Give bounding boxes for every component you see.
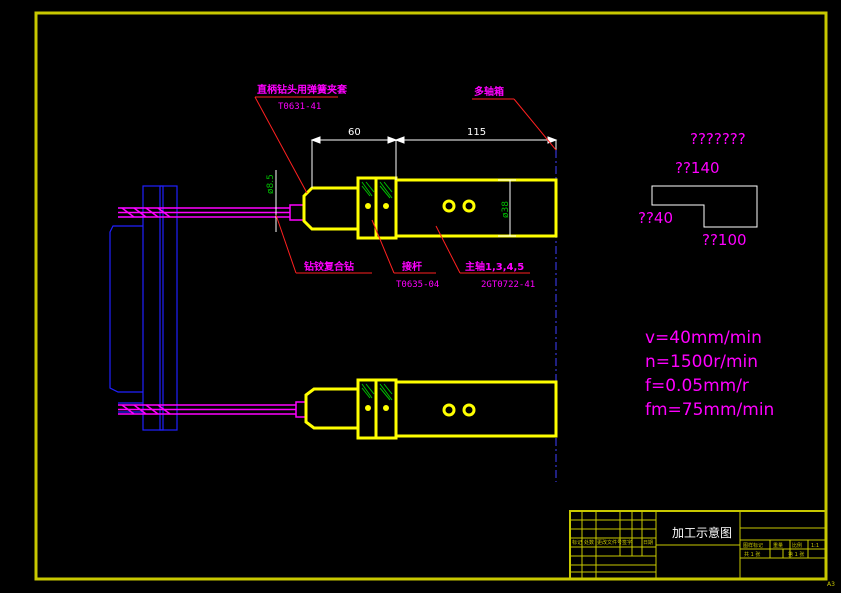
lower-hatch bbox=[361, 383, 393, 401]
title-block-cell: 日期 bbox=[643, 540, 653, 546]
title-block-cell: 1:1 bbox=[811, 543, 819, 549]
dim-dia-8-5: ø8.5 bbox=[266, 174, 276, 194]
title-block-cell: 比例 bbox=[792, 542, 802, 549]
title-block-cell: 标记 bbox=[572, 539, 582, 546]
title-block bbox=[569, 510, 827, 580]
upper-drill bbox=[118, 204, 305, 221]
dim-dia-38: ø38 bbox=[501, 201, 511, 218]
sketch-top-label: ??140 bbox=[675, 159, 720, 177]
upper-spindle-dot bbox=[383, 203, 389, 209]
title-block-cell: 处数 bbox=[584, 539, 594, 546]
title-block-cell: 签字 bbox=[622, 539, 632, 546]
callout-extension-code: T0635-04 bbox=[396, 280, 439, 290]
dimension-lines bbox=[275, 136, 558, 237]
sketch-title: ??????? bbox=[690, 130, 746, 148]
callout-collet-title: 直柄钻头用弹簧夹套 bbox=[257, 83, 348, 96]
upper-bolt-hole bbox=[462, 199, 476, 213]
lower-bolt-hole bbox=[442, 403, 456, 417]
leader-lines bbox=[254, 96, 557, 274]
param-feed-rate: fm=75mm/min bbox=[645, 400, 774, 420]
lower-bolt-hole bbox=[462, 403, 476, 417]
upper-spindle-dot bbox=[365, 203, 371, 209]
param-speed: v=40mm/min bbox=[645, 328, 762, 348]
upper-hatch bbox=[361, 181, 393, 199]
title-block-cell: 更改文件号 bbox=[597, 539, 622, 546]
title-block-cell: 共 1 张 bbox=[744, 551, 760, 558]
callout-spindle-title: 主轴1,3,4,5 bbox=[465, 260, 524, 273]
callout-collet-code: T0631-41 bbox=[278, 102, 321, 112]
feed-path-sketch bbox=[651, 185, 758, 228]
workpiece-fixture bbox=[109, 185, 178, 431]
param-rpm: n=1500r/min bbox=[645, 352, 758, 372]
sheet-size-mark: A3 bbox=[827, 581, 835, 588]
lower-spindle-assembly bbox=[304, 378, 558, 440]
dim-60: 60 bbox=[348, 127, 361, 138]
lower-spindle-dot bbox=[365, 405, 371, 411]
upper-spindle-assembly bbox=[302, 176, 558, 240]
title-block-cell: 图样标记 bbox=[743, 542, 763, 549]
lower-spindle-dot bbox=[383, 405, 389, 411]
callout-spindle-code: 2GT0722-41 bbox=[481, 280, 535, 290]
drawing-frame bbox=[34, 11, 828, 581]
callout-multi-spindle: 多轴箱 bbox=[474, 85, 504, 98]
sketch-bottom-label: ??100 bbox=[702, 231, 747, 249]
title-block-drawing-title: 加工示意图 bbox=[672, 525, 732, 540]
sketch-left-label: ??40 bbox=[638, 209, 673, 227]
callout-drill: 钻铰复合钻 bbox=[304, 260, 354, 273]
title-block-cell: 第 1 张 bbox=[788, 551, 804, 558]
dim-115: 115 bbox=[467, 127, 486, 138]
title-block-cell: 重量 bbox=[773, 542, 783, 549]
callout-extension-title: 接杆 bbox=[402, 260, 422, 273]
param-feed: f=0.05mm/r bbox=[645, 376, 749, 396]
upper-bolt-hole bbox=[442, 199, 456, 213]
lower-drill bbox=[118, 401, 307, 418]
